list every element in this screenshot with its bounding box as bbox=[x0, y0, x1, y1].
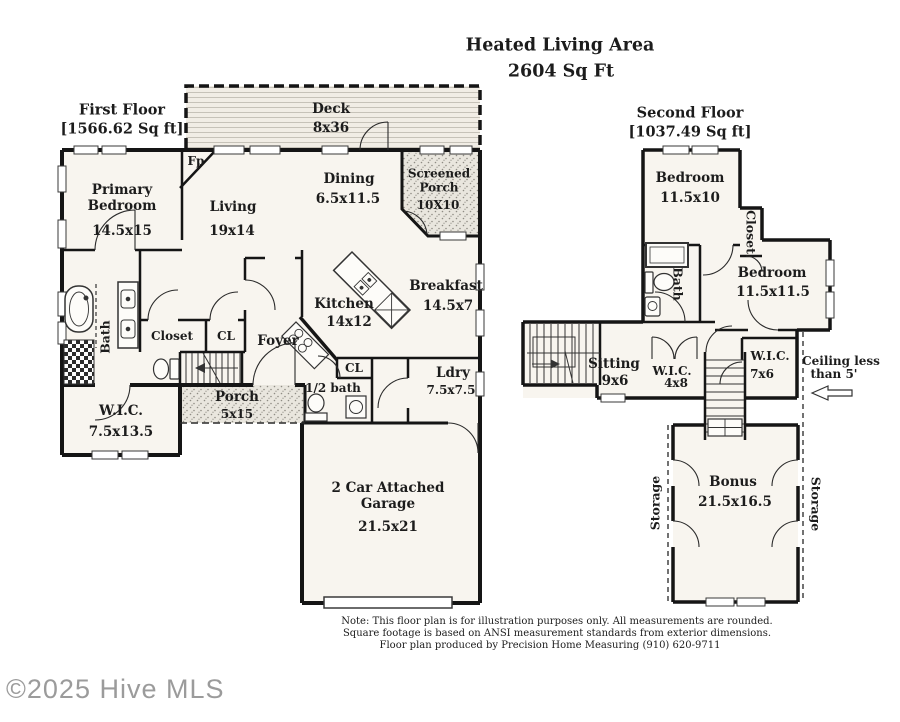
room-wic-large-dim: 7x6 bbox=[750, 366, 774, 381]
second-floor-bath-fixtures bbox=[644, 242, 689, 317]
room-living-dim: 19x14 bbox=[209, 222, 255, 239]
kitchen-island bbox=[332, 250, 412, 330]
second-floor-doors bbox=[651, 244, 799, 548]
room-foyer-label: Foyer bbox=[257, 332, 299, 349]
room-deck-dim: 8x36 bbox=[312, 119, 350, 136]
room-sitting-name: Sitting bbox=[588, 355, 640, 372]
first-floor-doors bbox=[94, 121, 479, 454]
room-living-name: Living bbox=[209, 198, 257, 215]
room-breakfast-name: Breakfast bbox=[409, 277, 483, 294]
room-bedroom-top-dim: 11.5x10 bbox=[660, 189, 720, 206]
page-title-line2: 2604 Sq Ft bbox=[507, 61, 615, 82]
page-title-line1: Heated Living Area bbox=[465, 35, 655, 56]
room-dining-name: Dining bbox=[323, 170, 375, 187]
room-deck-name: Deck bbox=[312, 100, 350, 117]
room-cl-label: CL bbox=[217, 328, 235, 343]
mls-watermark: ©2025 Hive MLS bbox=[6, 674, 225, 704]
room-closet2-label: Closet bbox=[743, 210, 759, 254]
room-bath-label: Bath bbox=[97, 320, 113, 354]
first-floor-plan bbox=[57, 84, 485, 609]
second-floor-plan bbox=[521, 145, 853, 607]
room-primary-bedroom-name: Primary Bedroom bbox=[87, 181, 157, 214]
room-wic-large-name: W.I.C. bbox=[750, 348, 790, 363]
room-bedroom-right-name: Bedroom bbox=[737, 264, 807, 281]
fireplace-label: Fp bbox=[187, 153, 205, 168]
bath-fixtures bbox=[63, 281, 367, 422]
room-bonus-name: Bonus bbox=[709, 473, 757, 490]
bonus-window bbox=[707, 418, 743, 437]
ceiling-note-line2: than 5' bbox=[810, 366, 858, 381]
room-cl-small-label: CL bbox=[345, 360, 363, 375]
room-porch-name: Porch bbox=[215, 388, 259, 405]
storage-left-label: Storage bbox=[647, 475, 663, 531]
room-screened-porch-name: Screened Porch bbox=[407, 166, 471, 195]
second-floor-stairs bbox=[527, 324, 600, 384]
disclaimer-line1: Note: This floor plan is for illustratio… bbox=[341, 616, 773, 627]
room-wic-name: W.I.C. bbox=[99, 402, 143, 419]
second-floor-sqft: [1037.49 Sq ft] bbox=[628, 123, 752, 141]
room-porch-dim: 5x15 bbox=[220, 406, 254, 421]
room-primary-bedroom-dim: 14.5x15 bbox=[92, 222, 152, 239]
storage-right-label: Storage bbox=[808, 476, 824, 532]
room-wic-small-dim: 4x8 bbox=[664, 375, 688, 390]
room-garage-name: 2 Car Attached Garage bbox=[331, 479, 445, 512]
room-bedroom-top-name: Bedroom bbox=[655, 169, 725, 186]
first-floor-label: First Floor bbox=[78, 101, 166, 119]
room-wic-dim: 7.5x13.5 bbox=[88, 423, 154, 440]
stove bbox=[281, 321, 330, 370]
disclaimer-line2: Square footage is based on ANSI measurem… bbox=[342, 628, 772, 639]
room-kitchen-name: Kitchen bbox=[314, 295, 374, 312]
room-bonus-dim: 21.5x16.5 bbox=[698, 493, 772, 510]
room-wic-small-name: W.I.C. bbox=[652, 363, 692, 378]
room-half-bath-label: 1/2 bath bbox=[305, 380, 361, 395]
room-dining-dim: 6.5x11.5 bbox=[315, 190, 381, 207]
room-closet-label: Closet bbox=[150, 328, 194, 343]
room-kitchen-dim: 14x12 bbox=[326, 313, 372, 330]
room-sitting-dim: 9x6 bbox=[601, 372, 629, 389]
first-floor-stairs bbox=[185, 352, 241, 384]
ceiling-note-line1: Ceiling less bbox=[802, 353, 880, 368]
second-floor-label: Second Floor bbox=[636, 104, 744, 122]
room-bedroom-right-dim: 11.5x11.5 bbox=[736, 283, 810, 300]
room-screened-porch-dim: 10X10 bbox=[416, 197, 460, 212]
room-laundry-name: Ldry bbox=[436, 364, 470, 381]
room-breakfast-dim: 14.5x7 bbox=[422, 297, 474, 314]
ceiling-arrow-icon bbox=[810, 385, 853, 401]
room-laundry-dim: 7.5x7.5 bbox=[426, 382, 476, 397]
first-floor-sqft: [1566.62 Sq ft] bbox=[60, 120, 184, 138]
room-garage-dim: 21.5x21 bbox=[358, 518, 418, 535]
room-bath2-label: Bath bbox=[670, 267, 686, 301]
disclaimer-line3: Floor plan produced by Precision Home Me… bbox=[379, 640, 721, 651]
